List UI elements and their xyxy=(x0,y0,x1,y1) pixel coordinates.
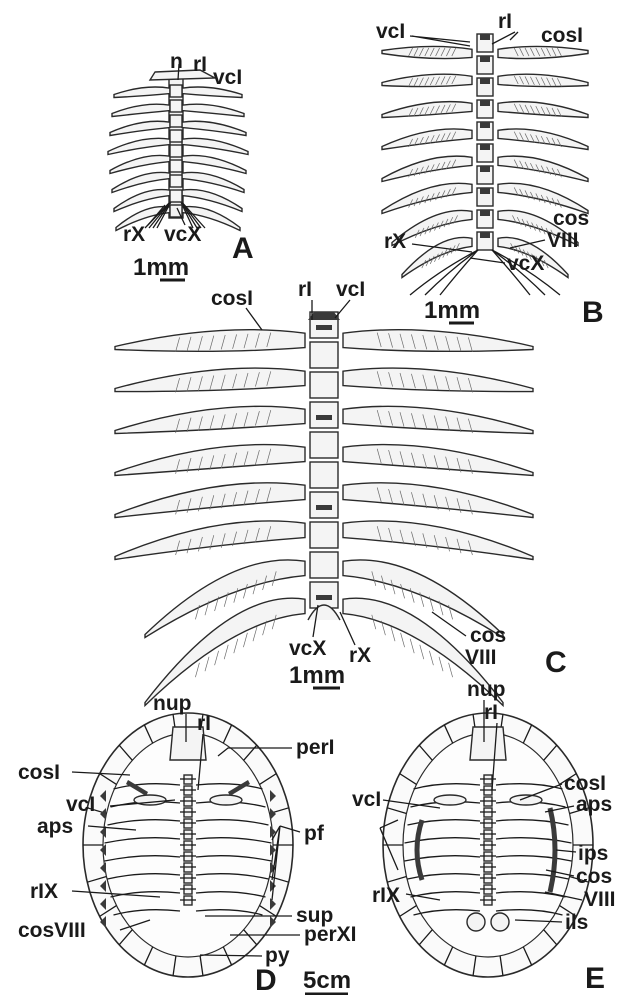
rib-left xyxy=(115,521,305,560)
vertebra xyxy=(170,100,182,112)
label-rix: rIX xyxy=(30,880,58,903)
vertebra xyxy=(170,115,182,127)
vertebra xyxy=(310,522,338,548)
vertebra xyxy=(170,130,182,142)
rib-right xyxy=(182,121,246,135)
vertebra xyxy=(170,175,182,187)
label-cosi: cosI xyxy=(541,24,583,47)
label-vcx: vcX xyxy=(164,223,201,246)
panel-letter-c: C xyxy=(545,646,567,679)
label-cos: cos xyxy=(470,624,506,647)
label-ri: rI xyxy=(484,701,498,724)
label-ri: rI xyxy=(498,10,512,33)
label-viii: VIII xyxy=(584,888,616,911)
panel-d-carapace xyxy=(83,713,293,977)
rib-right xyxy=(182,138,248,154)
panel-b-specimen xyxy=(382,34,588,295)
vertebra xyxy=(310,342,338,368)
label-cos: cos xyxy=(576,865,612,888)
label-rx: rX xyxy=(123,223,145,246)
rib-left xyxy=(108,138,170,154)
panel-a-specimen xyxy=(108,70,248,231)
label-rx: rX xyxy=(384,230,406,253)
panel-letter-a: A xyxy=(232,232,254,265)
scale-label-b: 1mm xyxy=(424,297,480,324)
vertebra xyxy=(170,85,182,97)
panel-letter-b: B xyxy=(582,296,604,329)
rib-left xyxy=(115,445,305,476)
label-viii: VIII xyxy=(547,229,579,252)
rib-right xyxy=(343,521,533,560)
rib-left xyxy=(112,104,170,116)
label-pf: pf xyxy=(304,822,325,845)
label-vci: vcI xyxy=(352,788,381,811)
label-vci: vcI xyxy=(66,793,95,816)
label-vcx: vcX xyxy=(289,637,326,660)
rib-left xyxy=(110,155,170,173)
label-vci: vcI xyxy=(376,20,405,43)
label-viii: VIII xyxy=(465,646,497,669)
label-nup: nup xyxy=(467,678,505,701)
rib-right xyxy=(182,104,244,116)
aps-shape xyxy=(510,795,542,805)
scale-label-d: 5cm xyxy=(303,967,351,994)
label-cos: cos xyxy=(553,207,589,230)
vertebra xyxy=(310,552,338,578)
label-ri: rI xyxy=(298,278,312,301)
label-aps: aps xyxy=(576,793,612,816)
vertebra xyxy=(310,432,338,458)
vertebra xyxy=(310,462,338,488)
rib-left xyxy=(114,87,170,98)
panel-letter-e: E xyxy=(585,962,605,995)
panel-letter-d: D xyxy=(255,964,277,995)
aps-shape xyxy=(434,795,466,805)
ils-shape xyxy=(467,913,485,931)
rib-left xyxy=(382,46,472,58)
label-rx: rX xyxy=(349,644,371,667)
label-vci: vcI xyxy=(336,278,365,301)
label-cosviii: cosVIII xyxy=(18,919,86,942)
scale-label-c: 1mm xyxy=(289,662,345,689)
rib-right xyxy=(498,46,588,58)
rib-right xyxy=(343,445,533,476)
label-cosi: cosI xyxy=(18,761,60,784)
panel-e-carapace xyxy=(383,713,593,977)
vertebra xyxy=(310,372,338,398)
rib-left xyxy=(382,102,472,118)
rib-right xyxy=(182,155,246,173)
vertebra xyxy=(170,190,182,202)
label-ri: rI xyxy=(193,53,207,76)
label-vci: vcI xyxy=(213,66,242,89)
label-ils: ils xyxy=(565,911,588,934)
label-cosi: cosI xyxy=(564,772,606,795)
rib-right xyxy=(498,102,588,118)
rib-left xyxy=(115,483,305,518)
scale-label-a: 1mm xyxy=(133,254,189,281)
vertebra xyxy=(170,145,182,157)
rib-left xyxy=(110,121,170,135)
label-vcx: vcX xyxy=(507,252,544,275)
label-rix: rIX xyxy=(372,884,400,907)
label-nup: nup xyxy=(153,692,191,715)
label-n: n xyxy=(170,50,183,73)
label-cosi: cosI xyxy=(211,287,253,310)
label-ips: ips xyxy=(578,842,608,865)
ils-shape xyxy=(491,913,509,931)
label-aps: aps xyxy=(37,815,73,838)
aps-shape xyxy=(210,795,242,805)
label-ri: rI xyxy=(197,712,211,735)
vertebra xyxy=(170,160,182,172)
label-perxi: perXI xyxy=(304,923,357,946)
label-peri: perI xyxy=(296,736,335,759)
rib-right xyxy=(343,483,533,518)
